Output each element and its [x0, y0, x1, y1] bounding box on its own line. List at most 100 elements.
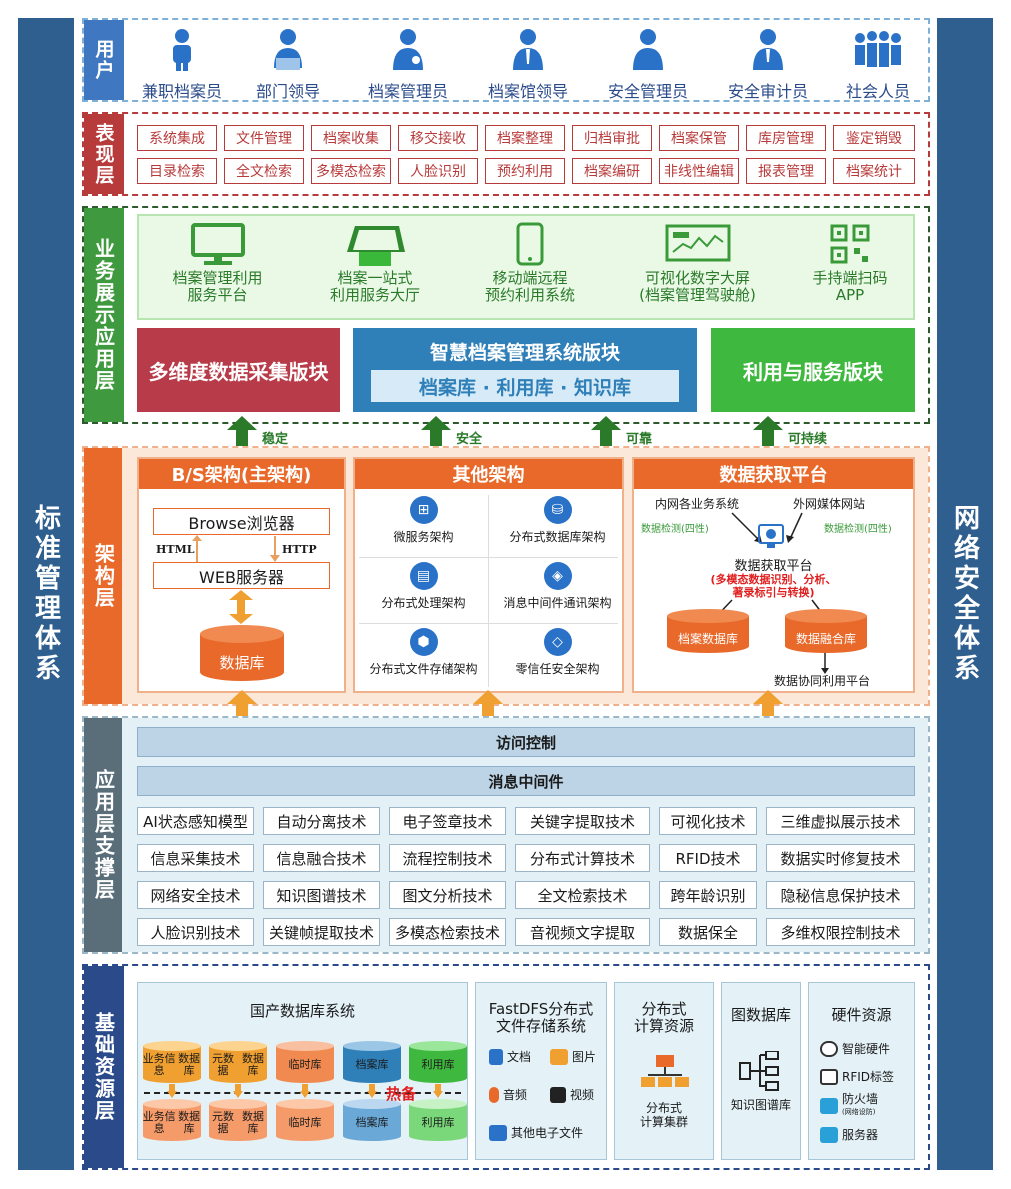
acq-platform-label: 数据获取平台	[734, 559, 813, 574]
presentation-item[interactable]: 报表管理	[746, 158, 826, 184]
manager-icon	[274, 29, 302, 70]
presentation-item[interactable]: 多模态检索	[311, 158, 391, 184]
presentation-item[interactable]: 全文检索	[224, 158, 304, 184]
tech-item[interactable]: 隐秘信息保护技术	[766, 881, 915, 909]
other-arch-item[interactable]: ⛁分布式数据库架构	[490, 496, 625, 545]
other-arch-item[interactable]: ◇零信任安全架构	[490, 628, 625, 677]
tech-item[interactable]: 流程控制技术	[389, 844, 506, 872]
web-server-box: WEB服务器	[153, 562, 330, 589]
business-item[interactable]: 移动端远程预约利用系统	[455, 222, 605, 304]
business-item[interactable]: 档案管理利用服务平台	[150, 222, 285, 304]
tech-item[interactable]: 图文分析技术	[389, 881, 506, 909]
db-item[interactable]: 临时库	[288, 1116, 322, 1129]
user-item[interactable]: 档案管理员	[348, 28, 468, 102]
block-data-collection[interactable]: 多维度数据采集版块	[137, 328, 340, 412]
hw-smart[interactable]: 智能硬件	[820, 1040, 890, 1057]
fastdfs-other[interactable]: 其他电子文件	[489, 1124, 583, 1141]
hw-firewall[interactable]: 防火墙(网络设防)	[820, 1093, 878, 1118]
block-smart-archive[interactable]: 智慧档案管理系统版块 档案库 · 利用库 · 知识库	[353, 328, 697, 412]
tech-item[interactable]: 跨年龄识别	[659, 881, 757, 909]
db-cylinder-icon	[409, 1041, 467, 1083]
db-item[interactable]: 档案库	[355, 1116, 389, 1129]
presentation-item[interactable]: 库房管理	[746, 125, 826, 151]
graph-db-title: 图数据库	[730, 1006, 791, 1024]
user-item[interactable]: 档案馆领导	[468, 28, 588, 102]
other-arch-item[interactable]: ◈消息中间件通讯架构	[490, 562, 625, 611]
db-item[interactable]: 元数据数据库	[212, 1052, 264, 1077]
fastdfs-video[interactable]: 视频	[550, 1086, 594, 1103]
tech-item[interactable]: 三维虚拟展示技术	[766, 807, 915, 835]
presentation-item[interactable]: 移交接收	[398, 125, 478, 151]
presentation-item[interactable]: 归档审批	[572, 125, 652, 151]
hw-server[interactable]: 服务器	[820, 1126, 878, 1143]
db-item[interactable]: 临时库	[288, 1058, 322, 1071]
presentation-item[interactable]: 档案保管	[659, 125, 739, 151]
db-item[interactable]: 档案库	[355, 1058, 389, 1071]
tech-item[interactable]: 多维权限控制技术	[766, 918, 915, 946]
db-item[interactable]: 利用库	[421, 1058, 455, 1071]
other-arch-item[interactable]: ▤分布式处理架构	[356, 562, 491, 611]
tech-item[interactable]: 全文检索技术	[515, 881, 650, 909]
acq-title: 数据获取平台	[634, 459, 913, 489]
fastdfs-doc[interactable]: 文档	[489, 1048, 531, 1065]
tech-item[interactable]: 信息融合技术	[263, 844, 380, 872]
block-utilization-service[interactable]: 利用与服务版块	[711, 328, 915, 412]
rfid-tag-icon	[820, 1068, 838, 1085]
user-item[interactable]: 兼职档案员	[122, 28, 242, 102]
tech-item[interactable]: 多模态检索技术	[389, 918, 506, 946]
db-item[interactable]: 业务信息数据库	[142, 1110, 201, 1135]
tech-item[interactable]: 人脸识别技术	[137, 918, 254, 946]
graph-db-sub: 知识图谱库	[730, 1098, 791, 1112]
arch-icon: ⊞	[409, 496, 438, 524]
tech-item[interactable]: AI状态感知模型	[137, 807, 254, 835]
tech-item[interactable]: 数据保全	[659, 918, 757, 946]
presentation-item[interactable]: 档案整理	[485, 125, 565, 151]
other-arch-item[interactable]: ⬢分布式文件存储架构	[356, 628, 491, 677]
presentation-item[interactable]: 系统集成	[137, 125, 217, 151]
presentation-item[interactable]: 目录检索	[137, 158, 217, 184]
tech-item[interactable]: 关键帧提取技术	[263, 918, 380, 946]
hall-kiosk-icon	[347, 226, 405, 266]
tech-item[interactable]: 可视化技术	[659, 807, 757, 835]
tech-item[interactable]: 网络安全技术	[137, 881, 254, 909]
base-layer-label: 基础资源层	[84, 966, 124, 1168]
presentation-item[interactable]: 文件管理	[224, 125, 304, 151]
business-item[interactable]: 档案一站式利用服务大厅	[300, 222, 450, 304]
arrow-label: 可靠	[626, 432, 653, 447]
business-item[interactable]: 可视化数字大屏(档案管理驾驶舱)	[615, 222, 780, 304]
presentation-item[interactable]: 档案统计	[833, 158, 915, 184]
message-middleware-bar: 消息中间件	[137, 766, 915, 796]
presentation-item[interactable]: 人脸识别	[398, 158, 478, 184]
tech-item[interactable]: 关键字提取技术	[515, 807, 650, 835]
fastdfs-image[interactable]: 图片	[550, 1048, 596, 1065]
presentation-item[interactable]: 预约利用	[485, 158, 565, 184]
user-item[interactable]: 安全管理员	[588, 28, 708, 102]
user-item[interactable]: 部门领导	[228, 28, 348, 102]
db-item[interactable]: 元数据数据库	[212, 1110, 264, 1135]
presentation-item[interactable]: 档案编研	[572, 158, 652, 184]
fastdfs-audio[interactable]: 音频	[489, 1086, 527, 1103]
user-item[interactable]: 安全审计员	[708, 28, 828, 102]
user-item[interactable]: 社会人员	[818, 28, 938, 102]
tech-item[interactable]: 自动分离技术	[263, 807, 380, 835]
tech-item[interactable]: 数据实时修复技术	[766, 844, 915, 872]
db-cylinder-icon	[209, 1041, 267, 1083]
user-list: 兼职档案员 部门领导 档案管理员 档案馆领导 安全管理员 安全审计员 社会人员	[122, 18, 930, 102]
tech-item[interactable]: 知识图谱技术	[263, 881, 380, 909]
presentation-item[interactable]: 档案收集	[311, 125, 391, 151]
compute-box: 分布式计算资源 分布式计算集群	[614, 982, 714, 1160]
hw-rfid[interactable]: RFID标签	[820, 1068, 894, 1085]
tech-item[interactable]: 信息采集技术	[137, 844, 254, 872]
tech-item[interactable]: 音视频文字提取	[515, 918, 650, 946]
other-arch-item[interactable]: ⊞微服务架构	[356, 496, 491, 545]
presentation-item[interactable]: 鉴定销毁	[833, 125, 915, 151]
db-cylinder-icon	[343, 1041, 401, 1083]
presentation-item[interactable]: 非线性编辑	[659, 158, 739, 184]
db-item[interactable]: 业务信息数据库	[142, 1052, 201, 1077]
acq-desc-1: (多模态数据识别、分析、	[710, 573, 837, 586]
tech-item[interactable]: 电子签章技术	[389, 807, 506, 835]
tech-item[interactable]: 分布式计算技术	[515, 844, 650, 872]
db-item[interactable]: 利用库	[421, 1116, 455, 1129]
tech-item[interactable]: RFID技术	[659, 844, 757, 872]
